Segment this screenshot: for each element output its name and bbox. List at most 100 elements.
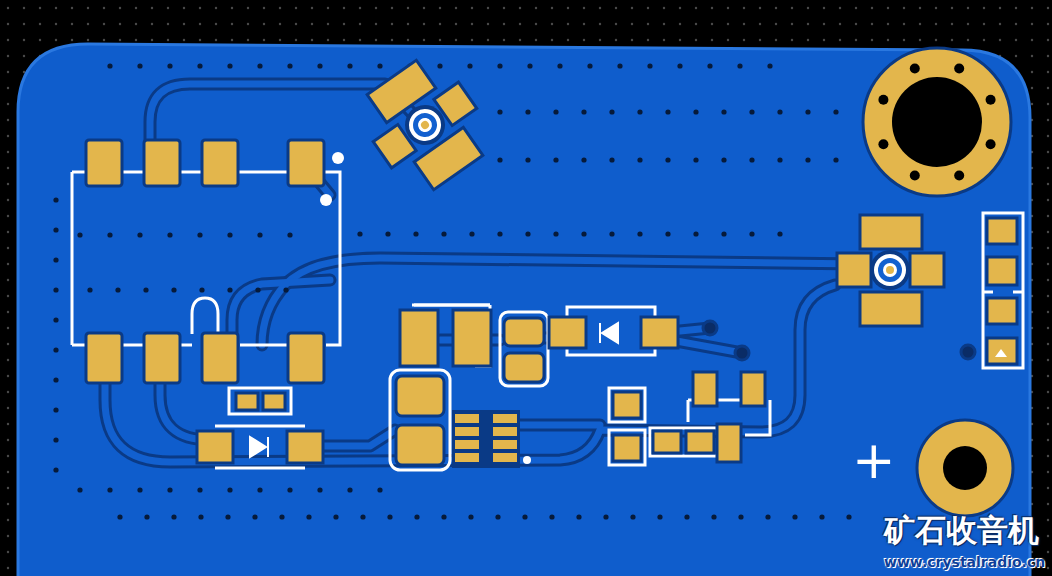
hole-dots: [878, 63, 995, 180]
pad: [453, 310, 491, 366]
trace: [160, 360, 395, 446]
via: [777, 157, 782, 162]
via: [137, 63, 142, 68]
via: [581, 157, 586, 162]
via: [497, 109, 502, 114]
via: [197, 232, 202, 237]
via: [581, 109, 586, 114]
pad: [400, 310, 438, 366]
via: [684, 514, 689, 519]
pad: [987, 298, 1017, 324]
via: [252, 514, 257, 519]
via: [53, 227, 58, 232]
via: [225, 514, 230, 519]
hole-annulus: [917, 420, 1013, 516]
pad: [455, 440, 479, 449]
via: [833, 157, 838, 162]
via: [657, 514, 662, 519]
hole: [892, 77, 982, 167]
via: [53, 257, 58, 262]
mounting-hole: [917, 420, 1013, 516]
pad-ring: [397, 97, 453, 153]
via: [227, 487, 232, 492]
via: [197, 487, 202, 492]
via: [557, 63, 562, 68]
pad: [987, 218, 1017, 244]
cap-outline: [500, 312, 548, 386]
via: [749, 109, 754, 114]
via: [553, 231, 558, 236]
hole-dot: [954, 63, 964, 73]
pad-ring: [870, 250, 910, 290]
via: [587, 63, 592, 68]
watermark-url: www.crystalradio.cn: [884, 555, 1045, 569]
via: [846, 514, 851, 519]
pad: [493, 427, 517, 436]
via: [961, 345, 975, 359]
via: [630, 514, 635, 519]
via: [53, 287, 58, 292]
trace: [105, 285, 835, 462]
pad: [693, 372, 717, 406]
via: [117, 514, 122, 519]
pad: [287, 431, 323, 463]
soic-pads: [452, 410, 520, 468]
diode-symbol: [250, 437, 268, 457]
via: [77, 487, 82, 492]
pad: [493, 453, 517, 462]
silkscreen-plus: +: [852, 434, 896, 486]
via: [167, 232, 172, 237]
via: [467, 63, 472, 68]
pad-ring: [403, 103, 448, 148]
pad: [202, 140, 238, 186]
via: [677, 63, 682, 68]
via: [527, 63, 532, 68]
via: [227, 232, 232, 237]
part-outline: [229, 388, 291, 414]
via: [377, 487, 382, 492]
via: [441, 231, 446, 236]
via: [703, 321, 717, 335]
via: [198, 514, 203, 519]
pin1-dot: [332, 152, 344, 164]
pad-ring: [883, 263, 897, 277]
pad: [396, 376, 444, 416]
via: [525, 157, 530, 162]
hole-dot: [986, 139, 996, 149]
hole-dot: [910, 171, 920, 181]
pad: [288, 333, 324, 383]
via: [738, 514, 743, 519]
via: [617, 63, 622, 68]
via: [171, 287, 176, 292]
via: [143, 287, 148, 292]
trace: [160, 360, 395, 446]
pad: [288, 140, 324, 186]
pad: [455, 427, 479, 436]
via: [777, 109, 782, 114]
jumper-arc: [192, 298, 218, 334]
via: [497, 157, 502, 162]
via: [137, 232, 142, 237]
via: [53, 197, 58, 202]
via: [469, 231, 474, 236]
via: [283, 287, 288, 292]
via: [665, 109, 670, 114]
hole-annulus: [863, 48, 1011, 196]
pad: [236, 393, 258, 410]
via: [805, 109, 810, 114]
pad-ring: [408, 108, 441, 141]
via: [347, 63, 352, 68]
via: [77, 232, 82, 237]
pad: [987, 338, 1017, 364]
via: [255, 287, 260, 292]
pad: [396, 425, 444, 465]
via: [347, 487, 352, 492]
pad: [504, 353, 544, 382]
via: [805, 157, 810, 162]
via: [360, 514, 365, 519]
silkscreen: [72, 172, 1023, 470]
via: [197, 63, 202, 68]
pad: [504, 318, 544, 346]
via: [53, 467, 58, 472]
